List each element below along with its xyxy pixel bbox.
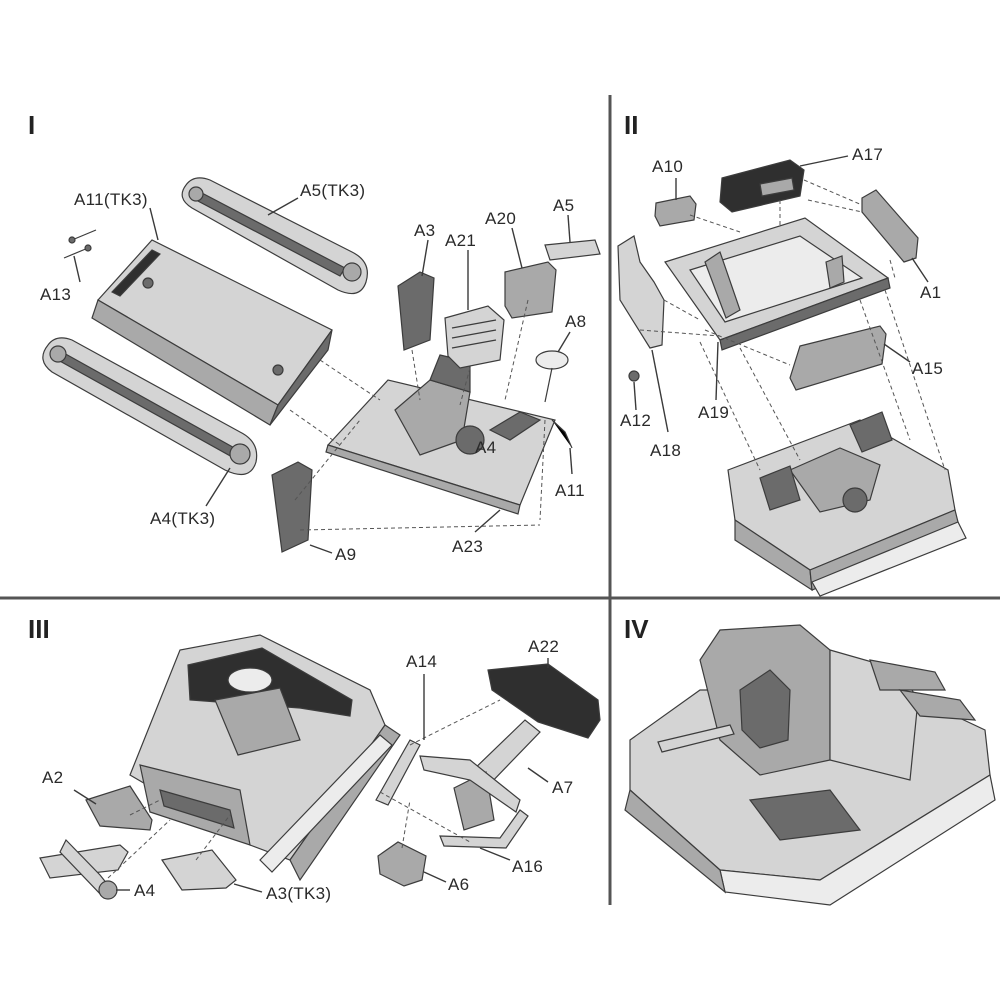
label-a20: A20 bbox=[485, 209, 516, 228]
label-a5-tk3: A5(TK3) bbox=[300, 181, 365, 200]
part-a3 bbox=[161, 849, 237, 891]
panel-3-drawing bbox=[39, 634, 601, 900]
label-a4-tk3: A4(TK3) bbox=[150, 509, 215, 528]
label-a4-exhaust: A4 bbox=[134, 881, 155, 900]
label-a23: A23 bbox=[452, 537, 483, 556]
chassis-part bbox=[727, 411, 967, 597]
label-a3: A3 bbox=[414, 221, 435, 240]
bar-a5-part bbox=[544, 239, 601, 261]
label-a11: A11 bbox=[555, 481, 585, 500]
part-a12 bbox=[628, 370, 640, 382]
superstructure-frame bbox=[664, 217, 891, 351]
label-a9: A9 bbox=[335, 545, 356, 564]
label-a8: A8 bbox=[565, 312, 586, 331]
label-a4: A4 bbox=[475, 438, 496, 457]
panel-2-number: II bbox=[624, 110, 638, 140]
part-a1 bbox=[861, 189, 919, 263]
label-a5: A5 bbox=[553, 196, 574, 215]
label-a22: A22 bbox=[528, 637, 559, 656]
panel-1-drawing bbox=[42, 177, 601, 554]
box-a20-part bbox=[504, 261, 557, 319]
plate-a9-part bbox=[271, 461, 313, 553]
part-a15 bbox=[789, 325, 887, 391]
label-a11-tk3: A11(TK3) bbox=[74, 190, 148, 209]
hull-part bbox=[129, 634, 401, 882]
panel-2-drawing bbox=[617, 155, 967, 597]
label-a19: A19 bbox=[698, 403, 729, 422]
label-a7: A7 bbox=[552, 778, 573, 797]
label-a12: A12 bbox=[620, 411, 651, 430]
label-a2: A2 bbox=[42, 768, 63, 787]
part-a14-mount bbox=[375, 739, 529, 849]
radiator-a21-part bbox=[444, 305, 505, 369]
part-a6 bbox=[377, 841, 427, 887]
panel-4-assembled-vehicle bbox=[624, 624, 996, 906]
pin-a13-part bbox=[63, 229, 97, 259]
label-a1: A1 bbox=[920, 283, 941, 302]
label-a15: A15 bbox=[912, 359, 943, 378]
label-a17: A17 bbox=[852, 145, 883, 164]
part-a4-exhaust bbox=[39, 838, 129, 900]
label-a3-tk3: A3(TK3) bbox=[266, 884, 331, 903]
panel-3-number: III bbox=[28, 614, 50, 644]
floor-plate-a23-part bbox=[325, 354, 556, 515]
label-a13: A13 bbox=[40, 285, 71, 304]
label-a14: A14 bbox=[406, 652, 437, 671]
panel-4-number: IV bbox=[624, 614, 649, 644]
track-a5-part bbox=[181, 177, 368, 295]
label-a18: A18 bbox=[650, 441, 681, 460]
plate-a3-part bbox=[397, 271, 435, 351]
track-a4-part bbox=[42, 337, 258, 476]
part-a10 bbox=[654, 195, 697, 227]
label-a6: A6 bbox=[448, 875, 469, 894]
part-a17 bbox=[719, 159, 805, 213]
hull-box-part bbox=[91, 239, 333, 426]
wheel-a8-part bbox=[535, 350, 569, 403]
panel-1-number: I bbox=[28, 110, 35, 140]
part-a2 bbox=[85, 785, 153, 831]
label-a10: A10 bbox=[652, 157, 683, 176]
label-a21: A21 bbox=[445, 231, 476, 250]
lever-a11-part bbox=[551, 419, 573, 449]
part-a22 bbox=[487, 663, 601, 739]
label-a16: A16 bbox=[512, 857, 543, 876]
